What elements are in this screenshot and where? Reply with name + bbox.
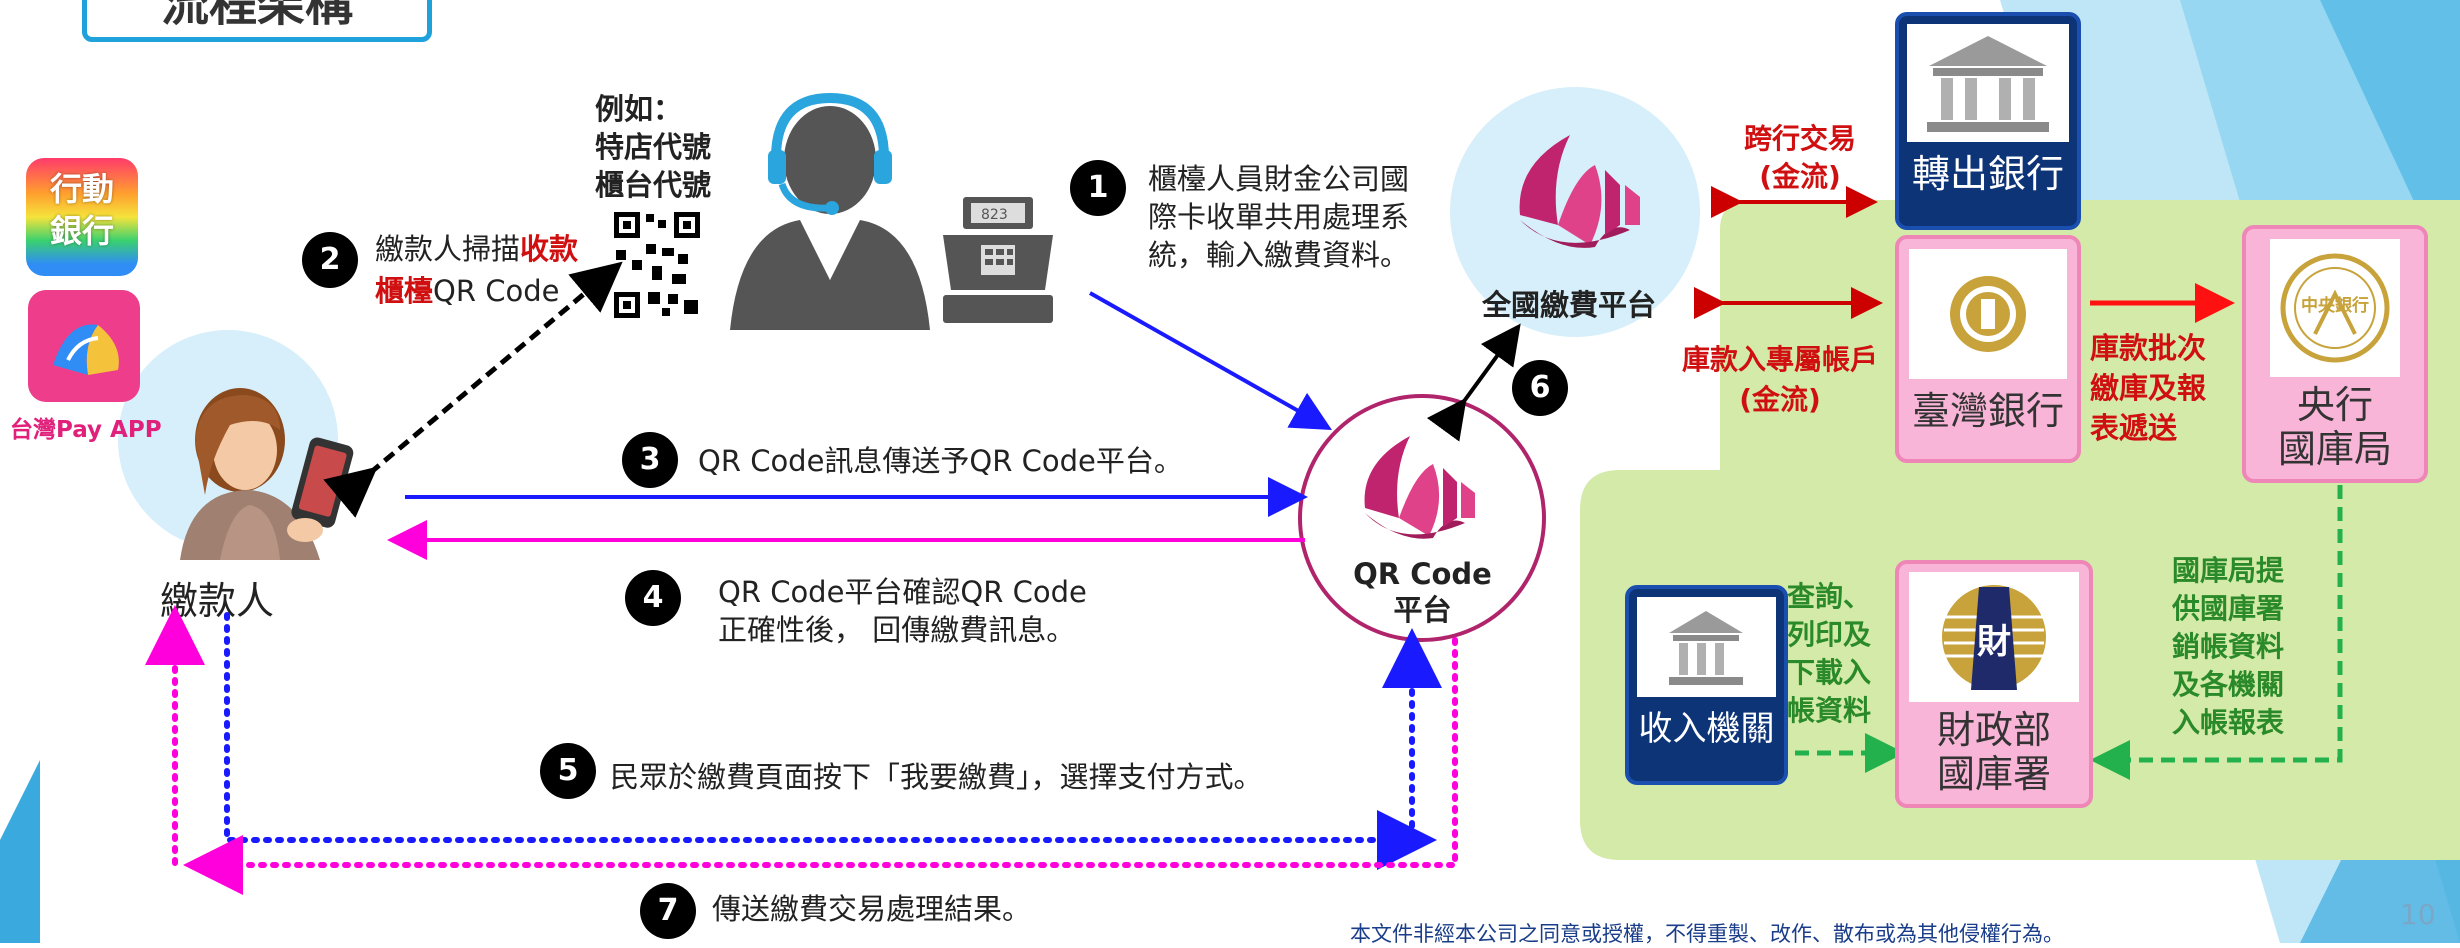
transfer-bank-label: 轉出銀行 [1911,152,2064,196]
treasury-provide-label: 國庫局提 供國庫署 銷帳資料 及各機關 入帳報表 [2172,554,2285,739]
central-bank-treasury-box: 中央銀行 央行 國庫局 [2242,225,2428,483]
step-4-badge: 4 [625,570,681,626]
qr-code-platform-logo [1364,436,1475,539]
step-6-badge: 6 [1512,360,1568,416]
step-1-text: 櫃檯人員財金公司國 際卡收單共用處理系 統，輸入繳費資料。 [1148,162,1410,272]
step-2-text-red2: 櫃檯 [375,274,434,308]
qr-code-platform-label: QR Code 平台 [1353,557,1492,627]
treasury-account-label: 庫款入專屬帳戶 (金流) [1681,343,1878,416]
bank-of-taiwan-box: 臺灣銀行 [1895,235,2081,463]
central-bank-seal-text: 中央銀行 [2301,296,2369,316]
step-1-badge: 1 [1070,160,1126,216]
mobile-banking-app-icon [26,158,138,276]
step-7-badge: 7 [640,883,696,939]
footer-copyright: 本文件非經本公司之同意或授權，不得重製、改作、散布或為其他侵權行為。 [1350,922,2064,946]
payer-person-illustration [180,388,354,560]
interbank-transaction-label: 跨行交易 (金流) [1743,122,1856,193]
central-bank-label: 央行 國庫局 [2277,383,2392,471]
central-bank-seal: 中央銀行 [2270,239,2400,377]
step-2-text-pre: 繳款人掃描 [375,232,521,266]
query-print-download-label: 查詢、 列印及 下載入 帳資料 [1787,580,1872,727]
page-number: 10 [2400,898,2436,931]
ministry-of-finance-label: 財政部 國庫署 [1936,708,2051,796]
bank-of-taiwan-label: 臺灣銀行 [1911,389,2064,433]
revenue-agency-box: 收入機關 [1625,585,1788,785]
bank-of-taiwan-logo [1909,249,2067,379]
page-title: 流程架構 [160,0,353,32]
step-2-text-post: QR Code [433,274,560,308]
bank-building-icon [1907,24,2069,142]
transfer-bank-box: 轉出銀行 [1895,12,2081,230]
step-2-badge: 2 [302,232,358,288]
svg-text:823: 823 [981,207,1008,223]
step-2-text-red1: 收款 [520,232,579,266]
mobile-banking-app-label: 行動 銀行 [49,170,114,250]
revenue-agency-label: 收入機關 [1638,709,1775,749]
step-3-badge: 3 [622,432,678,488]
taiwan-pay-app-icon [28,290,140,402]
step-5-badge: 5 [540,743,596,799]
title-frame [82,0,432,42]
finance-seal-text: 財 [1977,622,2011,662]
step-7-text: 傳送繳費交易處理結果。 [712,892,1032,926]
example-text: 例如： 特店代號 櫃台代號 [595,92,712,202]
national-payment-platform-label: 全國繳費平台 [1482,288,1657,322]
batch-remittance-label: 庫款批次 繳庫及報 表遞送 [2090,331,2207,445]
finance-ministry-logo: 財 [1909,572,2079,702]
step-4-text: QR Code平台確認QR Code 正確性後， 回傳繳費訊息。 [718,575,1087,647]
step-2-text: 繳款人掃描收款 櫃檯QR Code [375,228,578,312]
step-5-text: 民眾於繳費頁面按下「我要繳費」，選擇支付方式。 [610,760,1263,794]
taiwan-pay-label: 台灣Pay APP [10,417,162,443]
agency-building-icon [1637,597,1776,697]
national-payment-platform-logo [1519,135,1640,248]
counter-staff-headset-icon [730,92,930,330]
qr-code-icon [612,210,702,320]
cash-register-icon: 823 [943,197,1053,323]
ministry-of-finance-box: 財 財政部 國庫署 [1895,560,2093,808]
step-3-text: QR Code訊息傳送予QR Code平台。 [698,444,1183,478]
